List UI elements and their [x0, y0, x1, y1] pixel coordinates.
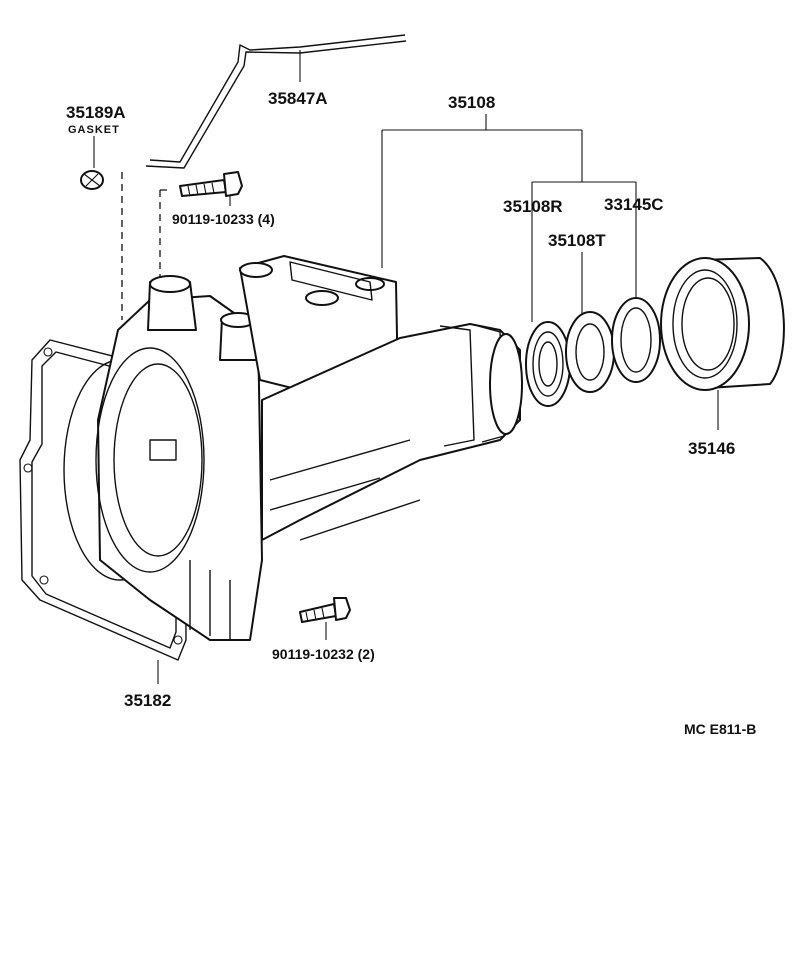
- bushing-35108T: [565, 311, 615, 393]
- label-35108R: 35108R: [503, 197, 563, 216]
- ring-33145C: [611, 297, 661, 383]
- upper-bolt: [179, 171, 243, 197]
- label-gasket-caption: GASKET: [68, 124, 120, 136]
- breather-tube: [145, 34, 407, 169]
- label-35108T: 35108T: [548, 231, 606, 250]
- label-upper-bolt: 90119-10233 (4): [172, 211, 275, 227]
- small-gasket-plug: [80, 170, 104, 190]
- label-lower-bolt: 90119-10232 (2): [272, 646, 375, 662]
- leader-seal-group: [531, 181, 637, 322]
- extension-housing: [95, 255, 523, 641]
- alignment-line-bolt: [159, 189, 172, 282]
- oil-seal-35108R: [525, 321, 571, 407]
- lower-bolt: [299, 597, 351, 623]
- leader-35108: [381, 114, 583, 268]
- label-35146: 35146: [688, 439, 735, 458]
- label-35189A: 35189A: [66, 103, 126, 122]
- dust-boot-35146: [660, 257, 785, 391]
- label-35847A: 35847A: [268, 89, 328, 108]
- label-35108: 35108: [448, 93, 495, 112]
- diagram-code: MC E811-B: [684, 721, 756, 737]
- label-33145C: 33145C: [604, 195, 664, 214]
- label-35182: 35182: [124, 691, 171, 710]
